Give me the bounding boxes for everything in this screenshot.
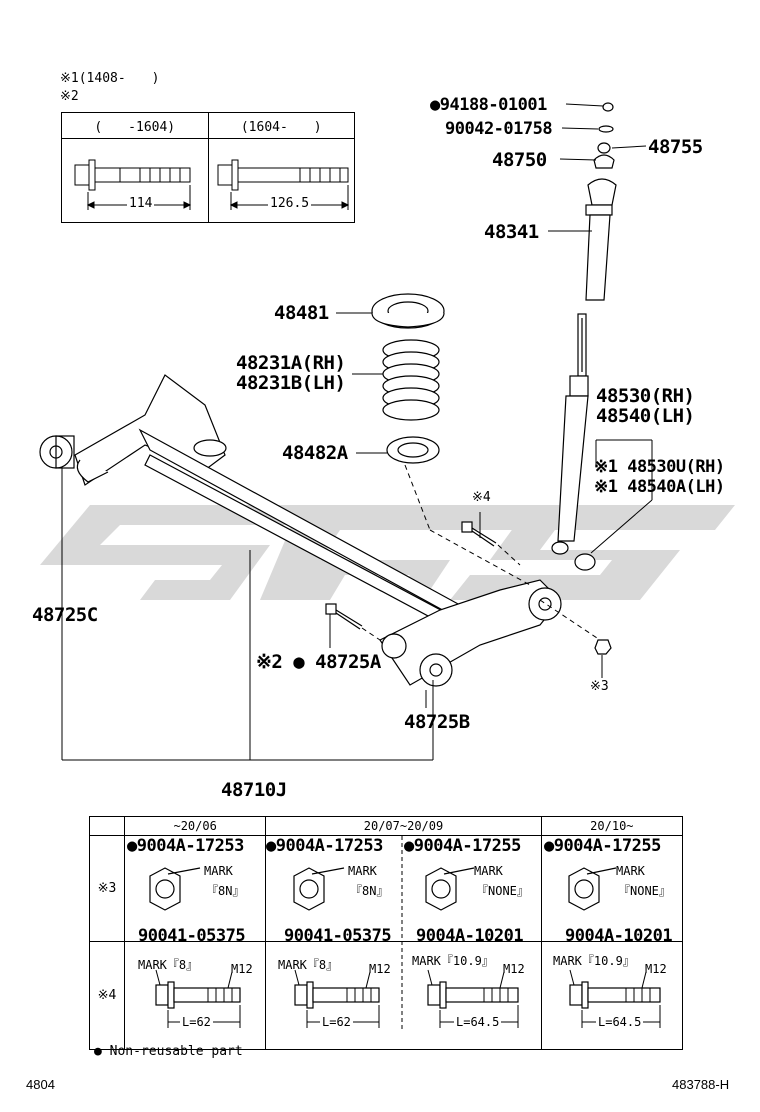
- bolt-mark-1: MARK『8』: [138, 958, 199, 972]
- spec-date-header-3: 20/10~: [540, 816, 684, 836]
- bolt-length-table: ( -1604) (1604- ): [61, 112, 355, 223]
- bolt-part-1: 90041-05375: [138, 926, 246, 946]
- callout-48482a: 48482A: [282, 442, 348, 464]
- footer-right-code: 483788-H: [672, 1077, 730, 1092]
- nut-part-3: ●9004A-17255: [404, 836, 521, 856]
- spec-table: ~20/06 20/07~20/09 20/10~ ※3 ※4: [88, 816, 684, 1050]
- callout-48530: 48530(RH): [596, 385, 695, 407]
- note-1: ※1(1408- ): [60, 71, 160, 86]
- spec-row3-label: ※3: [88, 835, 126, 942]
- spec-nut-cell-3: [403, 835, 542, 942]
- bolt-table-col2-header: (1604- ): [207, 112, 355, 139]
- nut-mark-value-1: 『8N』: [206, 884, 245, 898]
- nut-mark-4: MARK: [616, 864, 645, 878]
- shock-absorber-assembly: [551, 102, 617, 571]
- bolt-part-2: 90041-05375: [284, 926, 392, 946]
- callout-48725a: ※2 ● 48725A: [256, 651, 381, 673]
- callout-48341: 48341: [484, 221, 539, 243]
- dashed-guides: [361, 464, 601, 641]
- callout-48755: 48755: [648, 136, 703, 158]
- callout-48750: 48750: [492, 149, 547, 171]
- bolt-length-3: L=64.5: [454, 1015, 502, 1029]
- nut-mark-value-3: 『NONE』: [476, 884, 529, 898]
- bolt-mark-3: MARK『10.9』: [412, 954, 494, 968]
- bolt-part-3: 9004A-10201: [416, 926, 524, 946]
- callout-48231b: 48231B(LH): [236, 372, 346, 394]
- spec-corner-cell: [88, 816, 126, 836]
- note-mark-3: ※3: [590, 679, 609, 694]
- bolt-mark-2: MARK『8』: [278, 958, 339, 972]
- bolt-length-1: L=62: [180, 1015, 213, 1029]
- bolt-mark-4: MARK『10.9』: [553, 954, 635, 968]
- callout-48481: 48481: [274, 302, 329, 324]
- mount-bolts: [325, 521, 612, 655]
- spring-assembly: [371, 293, 445, 464]
- callout-48540a: ※1 48540A(LH): [594, 477, 725, 497]
- bolt-thread-2: M12: [369, 962, 391, 976]
- spec-bolt-cell-2: [265, 941, 404, 1050]
- bushings: [39, 435, 453, 687]
- bolt-thread-1: M12: [231, 962, 253, 976]
- spec-date-header-1: ~20/06: [124, 816, 267, 836]
- callout-90042-01758: 90042-01758: [445, 119, 553, 139]
- note-mark-4: ※4: [472, 490, 491, 505]
- nut-mark-value-2: 『8N』: [350, 884, 389, 898]
- bolt-dim-126-5: 126.5: [268, 196, 312, 211]
- bolt-part-4: 9004A-10201: [565, 926, 673, 946]
- spec-bolt-cell-1: [124, 941, 267, 1050]
- callout-48725b: 48725B: [404, 711, 470, 733]
- spec-row4-label: ※4: [88, 941, 126, 1050]
- bolt-thread-3: M12: [503, 962, 525, 976]
- bolt-length-2: L=62: [320, 1015, 353, 1029]
- callout-48231a: 48231A(RH): [236, 352, 346, 374]
- bolt-length-4: L=64.5: [596, 1015, 644, 1029]
- nut-mark-1: MARK: [204, 864, 233, 878]
- callout-48710j: 48710J: [221, 779, 287, 801]
- nut-mark-value-4: 『NONE』: [618, 884, 671, 898]
- spec-nut-cell-2: [265, 835, 404, 942]
- footer-left-code: 4804: [26, 1077, 55, 1092]
- bolt-table-col1-header: ( -1604): [61, 112, 209, 139]
- bolt-thread-4: M12: [645, 962, 667, 976]
- spec-date-header-2: 20/07~20/09: [265, 816, 542, 836]
- nut-mark-2: MARK: [348, 864, 377, 878]
- legend-non-reusable: ● Non-reusable part: [94, 1044, 243, 1059]
- nut-part-2: ●9004A-17253: [266, 836, 383, 856]
- bolt-dim-114: 114: [127, 196, 155, 211]
- callout-48530u: ※1 48530U(RH): [594, 457, 725, 477]
- nut-part-4: ●9004A-17255: [544, 836, 661, 856]
- spec-nut-cell-4: [540, 835, 684, 942]
- leader-lines: [61, 103, 653, 761]
- callout-48725c: 48725C: [32, 604, 98, 626]
- nut-mark-3: MARK: [474, 864, 503, 878]
- spec-bolt-cell-4: [540, 941, 684, 1050]
- nut-part-1: ●9004A-17253: [127, 836, 244, 856]
- note-2: ※2: [60, 89, 79, 104]
- callout-48540: 48540(LH): [596, 405, 695, 427]
- callout-94188-01001: ●94188-01001: [430, 95, 547, 115]
